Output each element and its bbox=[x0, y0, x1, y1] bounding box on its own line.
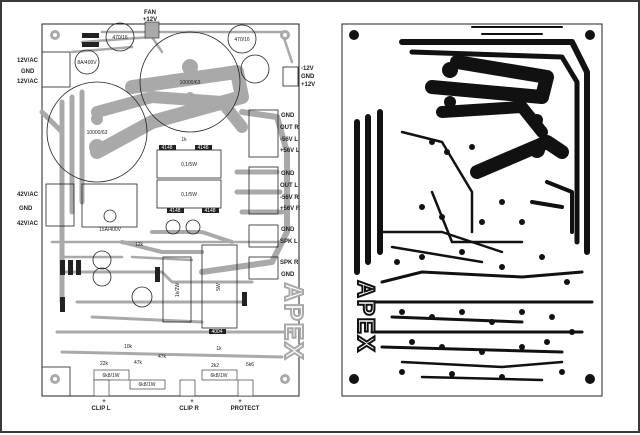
label-res-1k-b: 1k bbox=[216, 346, 222, 352]
label-spk-r-gnd: GND bbox=[281, 272, 295, 278]
label-neg56v-r: -56V R bbox=[280, 195, 299, 201]
label-cap-470-a: 470/16 bbox=[112, 35, 128, 41]
label-spk-l-gnd: GND bbox=[281, 227, 295, 233]
label-out-l-gnd: GND bbox=[281, 171, 295, 177]
label-res-12k: 12k bbox=[135, 242, 144, 248]
label-12vac-bottom: 12V/AC bbox=[17, 79, 39, 85]
component-side-board: FAN +12V 12V/AC GND 12V/AC -12V GND +12V… bbox=[17, 10, 315, 412]
label-aux-gnd: GND bbox=[301, 74, 315, 80]
label-12vac-gnd: GND bbox=[21, 69, 35, 75]
label-diode-4004: 4004 bbox=[211, 329, 222, 335]
label-res-6k8-a: 6k8/1W bbox=[103, 373, 120, 379]
label-res-22k: 22k bbox=[100, 361, 109, 367]
label-res-47k-b: 47k bbox=[134, 360, 143, 366]
label-res-5w: 5W bbox=[216, 283, 222, 291]
label-pos56v-l: +56V L bbox=[280, 148, 300, 154]
label-spk-r: SPK R bbox=[280, 260, 299, 266]
label-out-l: OUT L bbox=[280, 183, 298, 189]
label-bridge-15a: 15A/400V bbox=[99, 227, 122, 233]
label-plus-protect: + bbox=[238, 399, 242, 405]
resistor-0-1-5w-bottom bbox=[156, 179, 222, 209]
label-neg12v: -12V bbox=[301, 66, 314, 72]
label-pos12v: +12V bbox=[301, 82, 315, 88]
label-bridge-8a: 8A/400V bbox=[77, 60, 97, 66]
bridge-rectifier-15a bbox=[81, 183, 138, 228]
label-cap-10000-right: 10000/63 bbox=[180, 80, 201, 86]
label-diode-4148-d: 4148 bbox=[204, 208, 215, 214]
label-fan-12v: +12V bbox=[143, 17, 157, 23]
label-res-0-1-b: 0,1/5W bbox=[181, 192, 197, 198]
resistor-0-1-5w-top bbox=[156, 149, 222, 179]
label-res-5k6: 5k6 bbox=[246, 362, 254, 368]
label-cap-470-b: 470/16 bbox=[234, 37, 250, 43]
label-res-10k: 10k bbox=[124, 344, 133, 350]
label-plus-clip-r: + bbox=[190, 399, 194, 405]
label-out-r: OUT R bbox=[280, 125, 299, 131]
label-diode-4148-b: 4148 bbox=[197, 145, 208, 151]
capacitor-10000uf-left bbox=[46, 81, 148, 183]
label-42vac-bottom: 42V/AC bbox=[17, 221, 39, 227]
label-neg56v-l: -56V L bbox=[280, 137, 298, 143]
label-fan: FAN bbox=[144, 10, 156, 16]
label-plus-clip-l: + bbox=[102, 399, 106, 405]
label-clip-r: CLIP R bbox=[179, 406, 199, 412]
label-res-6k8-b: 6k8/1W bbox=[139, 382, 156, 388]
label-res-1k: 1k bbox=[181, 137, 187, 143]
label-res-2k2: 2k2 bbox=[211, 363, 219, 369]
label-diode-4148-a: 4148 bbox=[161, 145, 172, 151]
label-cap-10000-left: 10000/63 bbox=[87, 130, 108, 136]
label-42vac-gnd: GND bbox=[19, 206, 33, 212]
capacitor-10000uf-right bbox=[139, 31, 241, 133]
apex-logo-silkscreen: APEX bbox=[279, 283, 309, 362]
label-diode-4148-c: 4148 bbox=[169, 208, 180, 214]
label-spk-l: SPK L bbox=[280, 239, 298, 245]
label-42vac-top: 42V/AC bbox=[17, 192, 39, 198]
label-pos56v-r: +56V R bbox=[280, 206, 301, 212]
label-res-1k-2w: 1k/2W bbox=[175, 283, 181, 297]
label-12vac-top: 12V/AC bbox=[17, 58, 39, 64]
copper-side-board: APEX bbox=[341, 23, 603, 397]
label-res-6k8-c: 6k8/1W bbox=[211, 373, 228, 379]
label-protect: PROTECT bbox=[231, 406, 260, 412]
label-out-r-gnd: GND bbox=[281, 113, 295, 119]
label-clip-l: CLIP L bbox=[92, 406, 111, 412]
label-res-0-1-a: 0,1/5W bbox=[181, 162, 197, 168]
apex-logo-copper: APEX bbox=[352, 280, 379, 353]
label-res-47k-a: 47k bbox=[158, 354, 167, 360]
